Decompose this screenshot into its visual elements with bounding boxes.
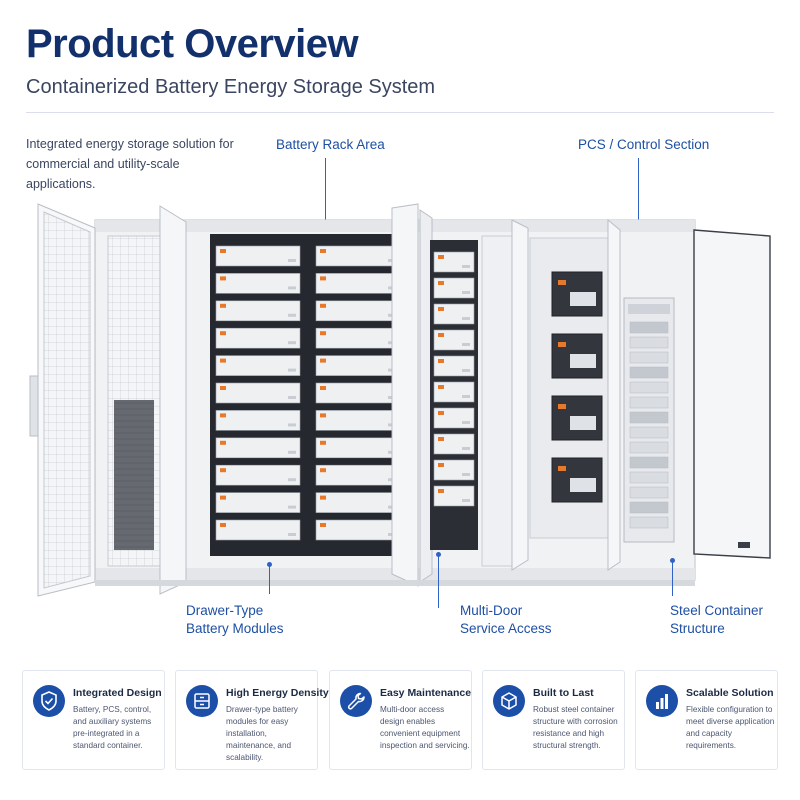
feature-card-scalable-solution: Scalable Solution Flexible configuration… (635, 670, 778, 770)
bar-chart-icon (646, 685, 678, 717)
module-connector (320, 523, 326, 527)
container-illustration (29, 203, 771, 597)
feature-card-easy-maintenance: Easy Maintenance Multi-door access desig… (329, 670, 472, 770)
callout-drawer-modules: Drawer-Type Battery Modules (186, 603, 284, 636)
battery-module (315, 437, 401, 459)
battery-racks (215, 245, 401, 541)
module-connector (320, 303, 326, 308)
feature-card-integrated-design: Integrated Design Battery, PCS, control,… (22, 670, 165, 770)
feature-cards: Integrated Design Battery, PCS, control,… (22, 670, 778, 770)
shield-check-icon (33, 685, 65, 717)
module-connector (438, 437, 444, 441)
battery-module (215, 273, 301, 294)
battery-module (315, 245, 401, 267)
feature-title: Easy Maintenance (380, 687, 472, 699)
callout-battery-rack: Battery Rack Area (276, 137, 385, 152)
module-connector (220, 495, 226, 500)
feature-text: Flexible configuration to meet diverse a… (686, 705, 775, 750)
module-connector (438, 281, 444, 285)
battery-module (215, 410, 301, 431)
module-connector (320, 413, 326, 418)
feature-text: Robust steel container structure with co… (533, 705, 618, 750)
battery-rack-column-3 (433, 251, 475, 507)
module-connector (220, 276, 226, 281)
module-connector (320, 386, 326, 390)
callout-battery-rack-line (325, 158, 326, 252)
feature-text: Multi-door access design enables conveni… (380, 705, 470, 750)
module-connector (438, 463, 444, 467)
module-connector (438, 411, 444, 415)
feature-title: Built to Last (533, 687, 594, 699)
callout-drawer-dot (267, 562, 272, 567)
battery-module (315, 382, 401, 404)
module-connector (220, 249, 226, 253)
left-mesh-door (29, 203, 96, 597)
feature-text: Battery, PCS, control, and auxiliary sys… (73, 705, 152, 750)
battery-module (315, 464, 401, 486)
wrench-icon (340, 685, 372, 717)
module-connector (220, 440, 226, 445)
battery-module (215, 245, 301, 267)
divider (26, 112, 774, 113)
battery-module (315, 300, 401, 322)
page-title: Product Overview (26, 22, 359, 66)
battery-module (215, 464, 301, 486)
feature-card-built-to-last: Built to Last Robust steel container str… (482, 670, 625, 770)
callout-steel-dot (670, 558, 675, 563)
battery-drawer-icon (186, 685, 218, 717)
callout-steel-line (672, 562, 673, 596)
feature-title: Scalable Solution (686, 687, 774, 699)
battery-module (215, 382, 301, 404)
feature-text: Drawer-type battery modules for easy ins… (226, 705, 298, 762)
callout-multi-door-dot (436, 552, 441, 557)
battery-module (315, 327, 401, 349)
battery-module (315, 410, 401, 431)
module-connector (320, 468, 326, 473)
module-connector (320, 495, 326, 500)
battery-module (215, 327, 301, 349)
module-connector (220, 523, 226, 527)
module-connector (220, 386, 226, 390)
module-connector (438, 489, 444, 493)
module-connector (320, 358, 326, 363)
feature-card-high-energy-density: High Energy Density Drawer-type battery … (175, 670, 329, 770)
intro-text: Integrated energy storage solution for c… (26, 137, 234, 191)
battery-module (215, 437, 301, 459)
battery-module (215, 300, 301, 322)
feature-title: Integrated Design (73, 687, 162, 699)
battery-module (315, 492, 401, 513)
page-subtitle: Containerized Battery Energy Storage Sys… (26, 76, 436, 98)
callout-multi-door: Multi-Door Service Access (460, 603, 552, 636)
callout-pcs-control: PCS / Control Section (578, 137, 710, 152)
control-cabinet (629, 321, 669, 529)
module-connector (438, 255, 444, 259)
module-connector (220, 468, 226, 473)
module-connector (438, 333, 444, 337)
pcs-modules (551, 271, 603, 503)
module-connector (220, 413, 226, 418)
module-connector (438, 307, 444, 311)
feature-title: High Energy Density (226, 687, 329, 699)
battery-module (215, 492, 301, 513)
battery-module (315, 273, 401, 294)
module-connector (320, 276, 326, 281)
battery-module (315, 355, 401, 376)
module-connector (438, 385, 444, 389)
callout-drawer-line (269, 566, 270, 594)
module-connector (320, 331, 326, 336)
module-connector (220, 331, 226, 336)
battery-module (215, 519, 301, 541)
battery-module (215, 355, 301, 376)
module-connector (438, 359, 444, 363)
module-connector (220, 358, 226, 363)
cube-icon (493, 685, 525, 717)
module-connector (320, 440, 326, 445)
battery-module (315, 519, 401, 541)
module-connector (320, 249, 326, 253)
module-connector (220, 303, 226, 308)
callout-steel-container: Steel Container Structure (670, 603, 764, 636)
callout-multi-door-line (438, 556, 439, 608)
